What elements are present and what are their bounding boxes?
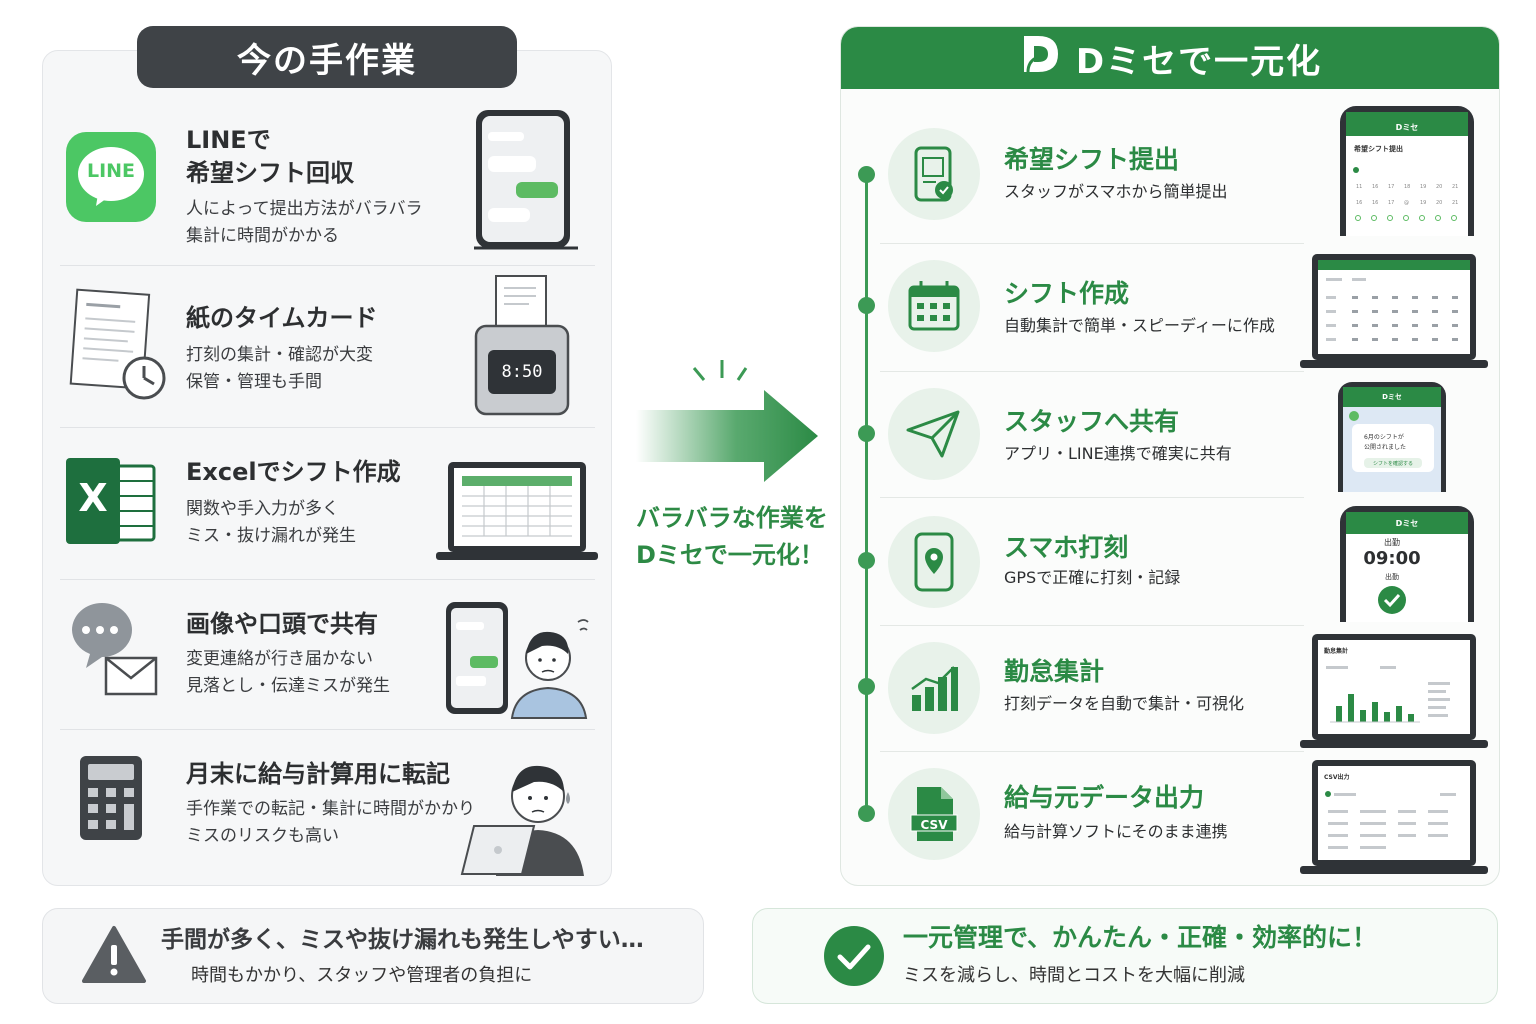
feature-desc: 打刻データを自動で集計・可視化 [1004, 694, 1245, 713]
feature-payroll-export: CSV 給与元データ出力 給与計算ソフトにそのまま連携 [880, 752, 1304, 878]
left-item-desc: 打刻の集計・確認が大変 保管・管理も手間 [186, 345, 373, 392]
timeline-dot [858, 805, 875, 822]
left-item-share: 画像や口頭で共有 変更連絡が行き届かない 見落とし・伝達ミスが発生 [60, 580, 595, 730]
paper-plane-icon [888, 388, 980, 480]
feature-desc: アプリ・LINE連携で確実に共有 [1004, 444, 1232, 463]
phone-chat-illustration [464, 108, 584, 257]
timeline-dot [858, 425, 875, 442]
phone-worried-person-illustration [446, 600, 596, 726]
phone-clock-in-screen: Dミセ 出勤 09:00 出勤 [1338, 504, 1476, 622]
svg-text:21: 21 [1452, 200, 1458, 206]
problem-summary-sub: 時間もかかり、スタッフや管理者の負担に [191, 965, 533, 986]
feature-title: 希望シフト提出 [1004, 145, 1180, 174]
laptop-csv-export-screen: CSV出力 [1300, 758, 1488, 876]
svg-text:20: 20 [1436, 200, 1442, 206]
left-item-title: LINEで 希望シフト回収 [186, 126, 354, 187]
benefit-summary-sub: ミスを減らし、時間とコストを大幅に削減 [903, 965, 1245, 986]
transition-arrow [634, 356, 824, 490]
benefit-summary-box: 一元管理で、かんたん・正確・効率的に！ ミスを減らし、時間とコストを大幅に削減 [752, 908, 1498, 1004]
benefit-summary-title: 一元管理で、かんたん・正確・効率的に！ [903, 923, 1378, 952]
svg-text:17: 17 [1388, 200, 1394, 206]
feature-title: スマホ打刻 [1004, 533, 1129, 562]
bar-chart-icon [888, 642, 980, 734]
svg-text:16: 16 [1356, 200, 1362, 206]
laptop-spreadsheet-illustration [434, 458, 600, 572]
csv-file-icon: CSV [888, 768, 980, 860]
laptop-attendance-chart-screen: 勤怠集計 [1300, 632, 1488, 750]
left-item-desc: 人によって提出方法がバラバラ 集計に時間がかかる [186, 199, 423, 246]
svg-text:16: 16 [1372, 184, 1378, 190]
phone-share-notification-screen: Dミセ 6月のシフトが 公開されました シフトを確認する [1336, 380, 1448, 492]
feature-staff-share: スタッフへ共有 アプリ・LINE連携で確実に共有 [880, 372, 1304, 498]
chat-mail-icon [66, 600, 162, 704]
excel-icon: X [66, 456, 158, 550]
check-circle-icon [823, 925, 885, 991]
timeline-dot [858, 552, 875, 569]
left-item-desc: 関数や手入力が多く ミス・抜け漏れが発生 [186, 499, 356, 546]
shift-request-icon [888, 128, 980, 220]
dmise-solution-header: Dミセで一元化 [841, 27, 1499, 89]
svg-text:19: 19 [1420, 200, 1426, 206]
svg-text:20: 20 [1436, 184, 1442, 190]
dmise-logo-icon [1018, 32, 1062, 85]
feature-shift-request: 希望シフト提出 スタッフがスマホから簡単提出 [880, 118, 1304, 244]
left-item-line: LINE LINEで 希望シフト回収 人によって提出方法がバラバラ 集計に時間が… [60, 108, 595, 266]
left-item-excel: X Excelでシフト作成 関数や手入力が多く ミス・抜け漏れが発生 [60, 428, 598, 580]
paper-timecard-icon [68, 288, 168, 407]
feature-desc: 自動集計で簡単・スピーディーに作成 [1004, 316, 1275, 335]
left-item-title: 月末に給与計算用に転記 [186, 760, 450, 788]
problem-summary-box: 手間が多く、ミスや抜け漏れも発生しやすい… 時間もかかり、スタッフや管理者の負担… [42, 908, 704, 1004]
left-item-payroll: 月末に給与計算用に転記 手作業での転記・集計に時間がかかり ミスのリスクも高い [60, 730, 595, 880]
left-item-timecard: 紙のタイムカード 打刻の集計・確認が大変 保管・管理も手間 8:50 [60, 266, 595, 428]
svg-text:21: 21 [1452, 184, 1458, 190]
person-laptop-illustration [460, 752, 592, 882]
left-item-title: Excelでシフト作成 [186, 458, 401, 486]
feature-timeline [865, 172, 868, 820]
warning-icon [81, 925, 147, 989]
left-item-desc: 変更連絡が行き届かない 見落とし・伝達ミスが発生 [186, 649, 390, 696]
svg-text:19: 19 [1420, 184, 1426, 190]
feature-shift-creation: シフト作成 自動集計で簡単・スピーディーに作成 [880, 244, 1304, 372]
feature-desc: 給与計算ソフトにそのまま連携 [1004, 822, 1228, 841]
transition-caption: バラバラな作業を Dミセで一元化！ [636, 504, 828, 569]
time-clock-machine-illustration: 8:50 [474, 274, 574, 423]
svg-text:17: 17 [1388, 184, 1394, 190]
laptop-shift-calendar-screen [1300, 252, 1488, 374]
left-item-title: 紙のタイムカード [186, 304, 378, 332]
line-icon: LINE [66, 132, 156, 222]
problem-summary-title: 手間が多く、ミスや抜け漏れも発生しやすい… [161, 927, 644, 953]
feature-desc: GPSで正確に打刻・記録 [1004, 568, 1181, 587]
left-item-title: 画像や口頭で共有 [186, 610, 378, 638]
timeline-dot [858, 678, 875, 695]
timeline-dot [858, 166, 875, 183]
calculator-icon [78, 754, 144, 846]
left-item-desc: 手作業での転記・集計に時間がかかり ミスのリスクも高い [186, 799, 475, 846]
feature-title: スタッフへ共有 [1004, 407, 1180, 436]
svg-text:@: @ [1404, 200, 1409, 206]
feature-attendance-summary: 勤怠集計 打刻データを自動で集計・可視化 [880, 626, 1304, 752]
timeline-dot [858, 297, 875, 314]
phone-location-icon [888, 516, 980, 608]
calendar-icon [888, 260, 980, 352]
feature-title: 勤怠集計 [1004, 657, 1105, 686]
current-workflow-header: 今の手作業 [137, 26, 517, 88]
feature-mobile-clock: スマホ打刻 GPSで正確に打刻・記録 [880, 498, 1304, 626]
svg-text:16: 16 [1372, 200, 1378, 206]
feature-title: シフト作成 [1004, 279, 1130, 308]
feature-title: 給与元データ出力 [1004, 783, 1205, 812]
svg-text:18: 18 [1404, 184, 1410, 190]
svg-text:11: 11 [1356, 184, 1362, 190]
feature-desc: スタッフがスマホから簡単提出 [1004, 182, 1228, 201]
